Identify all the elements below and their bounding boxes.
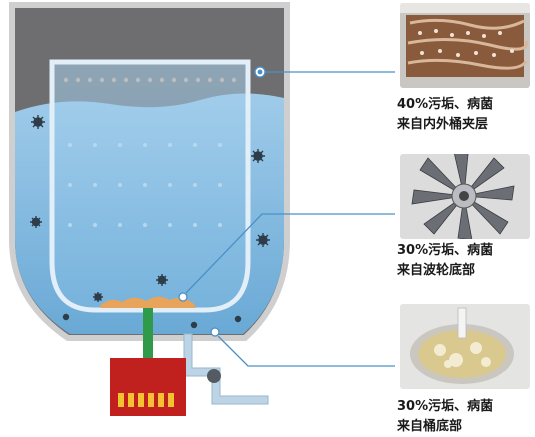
basket-holes-top [63,77,237,83]
caption-line-2: 来自波轮底部 [397,263,476,278]
pulsator-dirt [100,296,196,308]
germ-icon [62,313,70,321]
callout-lines [178,66,395,367]
caption-line-1: 30%污垢、病菌 [397,243,494,258]
inner-outer-tub-gap-dirt-photo [400,3,530,88]
germ-icon [190,321,198,329]
germ-icon [156,274,168,286]
basket-holes-submerged [68,143,222,227]
motor-vents [118,393,174,407]
callout-caption-2: 30%污垢、病菌 来自波轮底部 [397,241,535,281]
germ-icon [234,315,242,323]
tub-bottom-dirt-photo [400,304,530,389]
germ-icon [256,233,270,247]
motor-shaft [143,308,153,360]
germ-icon [31,115,45,129]
tub-cross-section-illustration [9,2,395,416]
callout-line-3 [217,335,395,367]
germ-icon [251,149,265,163]
caption-line-1: 30%污垢、病菌 [397,399,494,414]
inner-basket [49,59,251,313]
callout-caption-1: 40%污垢、病菌 来自内外桶夹层 [397,95,535,135]
callout-marker-3 [210,327,220,337]
germ-icon [93,292,103,302]
germ-icons [30,115,270,329]
pulsator-bottom-dirt-photo [400,154,530,239]
caption-line-2: 来自内外桶夹层 [397,117,489,132]
callout-marker-2 [178,292,188,302]
motor [110,358,186,416]
caption-line-2: 来自桶底部 [397,419,463,434]
drain-valve [207,369,221,383]
callout-line-2 [185,213,395,294]
germ-icon [30,216,42,228]
callout-caption-3: 30%污垢、病菌 来自桶底部 [397,397,535,437]
caption-line-1: 40%污垢、病菌 [397,97,494,112]
